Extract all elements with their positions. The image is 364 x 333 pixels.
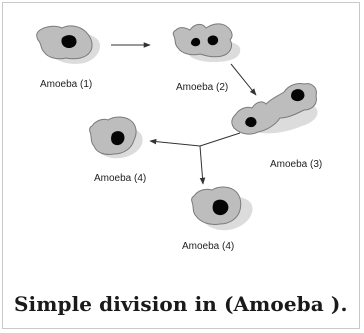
figure-caption: Simple division in (Amoeba ). xyxy=(14,292,348,316)
arrow-3-to-4a xyxy=(149,138,201,147)
amoeba-1-nucleus xyxy=(61,35,77,48)
figure-frame xyxy=(2,2,360,329)
arrow-2-to-3 xyxy=(230,63,257,96)
amoeba-3-cell xyxy=(231,83,318,135)
arrow-3-to-4b xyxy=(199,145,206,185)
amoeba-2-nucleus-a xyxy=(190,37,201,47)
amoeba-4a-cell xyxy=(89,116,143,159)
amoeba-1-label: Amoeba (1) xyxy=(40,79,92,90)
amoeba-4b-nucleus xyxy=(212,199,229,216)
amoeba-4a-nucleus xyxy=(111,131,125,146)
amoeba-2-label: Amoeba (2) xyxy=(176,82,228,93)
amoeba-4b-label: Amoeba (4) xyxy=(182,241,234,252)
amoeba-3-label: Amoeba (3) xyxy=(270,159,322,170)
branch-stem xyxy=(199,132,241,147)
amoeba-2-cell xyxy=(172,23,241,62)
amoeba-4b-cell xyxy=(191,186,253,231)
amoeba-1-cell xyxy=(36,25,101,64)
amoeba-3-nucleus-a xyxy=(245,117,257,128)
amoeba-4a-label: Amoeba (4) xyxy=(94,173,146,184)
amoeba-2-nucleus-b xyxy=(207,35,219,46)
amoeba-3-nucleus-b xyxy=(291,89,305,102)
